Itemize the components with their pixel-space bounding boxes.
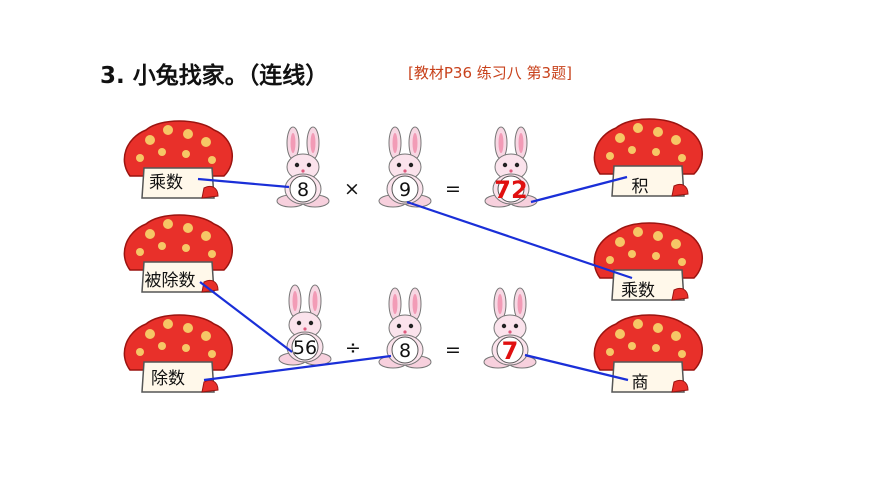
house-right-quotient-label: 商	[632, 373, 649, 393]
house-left-dividend[interactable]: 被除数	[123, 214, 234, 293]
house-left-multiplier-label: 乘数	[149, 173, 183, 193]
rabbit-div-result[interactable]: 7	[483, 287, 537, 369]
house-right-product[interactable]: 积	[593, 118, 704, 197]
house-right-product-label: 积	[632, 177, 649, 197]
rabbit-div-b[interactable]: 8	[378, 287, 432, 369]
div-b-number: 8	[399, 340, 411, 362]
house-right-multiplier-label: 乘数	[621, 281, 655, 301]
rabbit-mul-result[interactable]: 72	[484, 126, 538, 208]
house-left-divisor-label: 除数	[151, 369, 185, 389]
house-left-dividend-label: 被除数	[145, 271, 196, 291]
line-9-to-multiplier	[406, 200, 633, 280]
line-72-to-product	[530, 175, 628, 204]
house-left-multiplier[interactable]: 乘数	[123, 120, 234, 199]
line-divisor-to-8	[203, 354, 392, 382]
mul-equals: =	[445, 178, 461, 200]
house-left-divisor[interactable]: 除数	[123, 314, 234, 393]
div-result-number: 7	[502, 337, 519, 365]
div-equals: =	[445, 339, 461, 361]
mul-a-number: 8	[297, 179, 309, 201]
textbook-reference: [教材P36 练习八 第3题]	[408, 64, 572, 82]
line-dividend-to-56	[199, 281, 293, 353]
div-a-number: 56	[293, 337, 317, 359]
exercise-title: 3. 小兔找家。（连线）	[100, 63, 329, 89]
line-multiplier-to-8	[197, 177, 290, 189]
house-right-quotient[interactable]: 商	[593, 314, 704, 393]
house-right-multiplier[interactable]: 乘数	[593, 222, 704, 301]
mul-b-number: 9	[399, 179, 411, 201]
line-7-to-quotient	[524, 353, 629, 382]
rabbit-mul-a[interactable]: 8	[276, 126, 330, 208]
rabbit-div-a[interactable]: 56	[278, 284, 332, 366]
mul-operator: ×	[344, 178, 360, 200]
mul-result-number: 72	[494, 176, 527, 204]
div-operator: ÷	[345, 337, 361, 359]
answer-lines	[197, 175, 633, 382]
rabbit-mul-b[interactable]: 9	[378, 126, 432, 208]
